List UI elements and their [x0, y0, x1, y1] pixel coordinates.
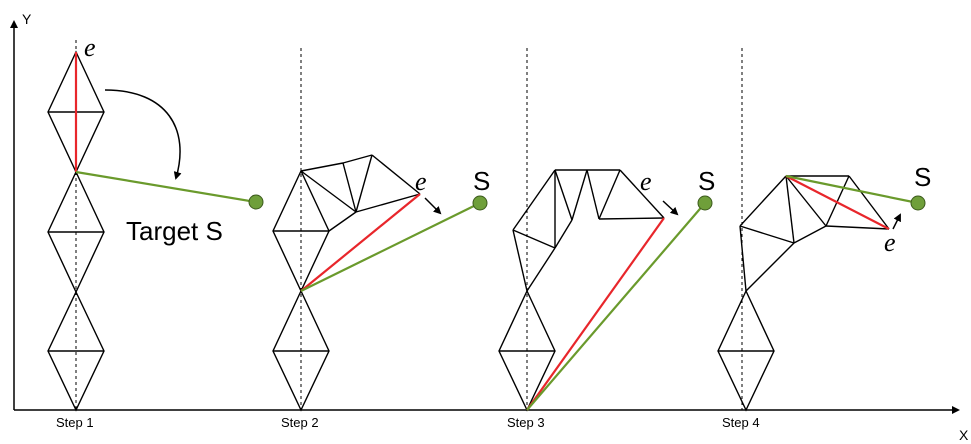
step-4-target-label: S — [914, 162, 931, 192]
step-1-target-label: Target S — [126, 216, 223, 246]
step-2-modules — [272, 154, 421, 412]
axes: Y X — [10, 11, 969, 443]
step-3-motion-arrow — [662, 200, 679, 216]
step-2-target-line — [300, 202, 481, 292]
step-1-end-effector-label: e — [84, 33, 96, 62]
step-1-label: Step 1 — [56, 415, 94, 430]
step-4-label: Step 4 — [722, 415, 760, 430]
step-1-rotation-arrow — [104, 89, 182, 180]
step-3-target-label: S — [698, 166, 715, 196]
x-axis-label: X — [959, 427, 969, 443]
step-3-label: Step 3 — [507, 415, 545, 430]
step-3-panel — [498, 48, 713, 412]
step-3-end-effector-label: e — [640, 167, 652, 196]
step-2-label: Step 2 — [281, 415, 319, 430]
step-3-end-link — [526, 217, 665, 411]
step-4-panel — [717, 48, 926, 412]
step-2-target-label: S — [473, 166, 490, 196]
step-1-target-point — [248, 194, 264, 210]
step-3-modules — [498, 169, 665, 412]
step-4-motion-arrow — [892, 213, 901, 230]
step-2-motion-arrow — [424, 197, 442, 215]
step-4-target-point — [910, 195, 926, 211]
step-2-end-effector-label: e — [415, 167, 427, 196]
step-4-end-link — [785, 175, 890, 230]
step-2-target-point — [472, 195, 488, 211]
y-axis-label: Y — [22, 11, 32, 27]
step-2-end-link — [300, 193, 421, 292]
step-1-panel — [47, 40, 264, 412]
step-1-target-line — [75, 170, 257, 204]
step-2-panel — [272, 48, 488, 412]
step-4-modules — [717, 175, 890, 412]
step-4-target-line — [785, 174, 919, 205]
step-3-target-point — [697, 195, 713, 211]
step-3-target-line — [526, 202, 706, 411]
step-4-end-effector-label: e — [884, 228, 896, 257]
